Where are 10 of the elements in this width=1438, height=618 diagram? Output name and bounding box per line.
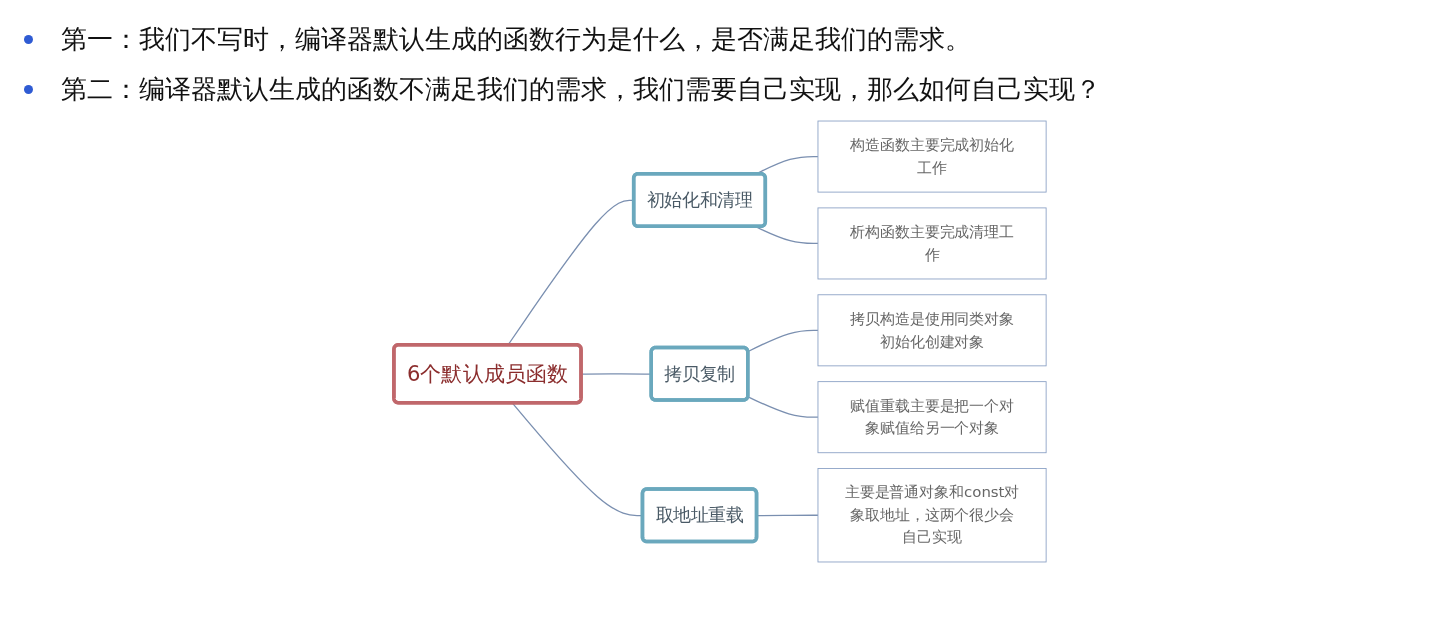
node-box: [817, 294, 1047, 367]
node-box: [817, 468, 1047, 563]
mind-map-drawing: 6个默认成员函数 初始化和清理 构造函数主要完成初始化工作 析构函数主要完成清理工作 拷贝复制 拷贝构造是使用同类对象初始化创建对象 赋值重载主要是把一个对象赋值给另一个对象 取地址重载 主要是普通对象和const对象取地址，这两个很少会自己实现: [20, 114, 1420, 569]
node-box: [817, 381, 1047, 454]
connector: [747, 396, 819, 418]
node-box: [817, 120, 1047, 193]
bullet-text: 第二：编译器默认生成的函数不满足我们的需求，我们需要自己实现，那么如何自己实现？: [61, 73, 1101, 106]
connector: [747, 329, 819, 353]
bullet-text: 第一：我们不写时，编译器默认生成的函数行为是什么，是否满足我们的需求。: [61, 23, 971, 56]
node-box: [817, 207, 1047, 280]
